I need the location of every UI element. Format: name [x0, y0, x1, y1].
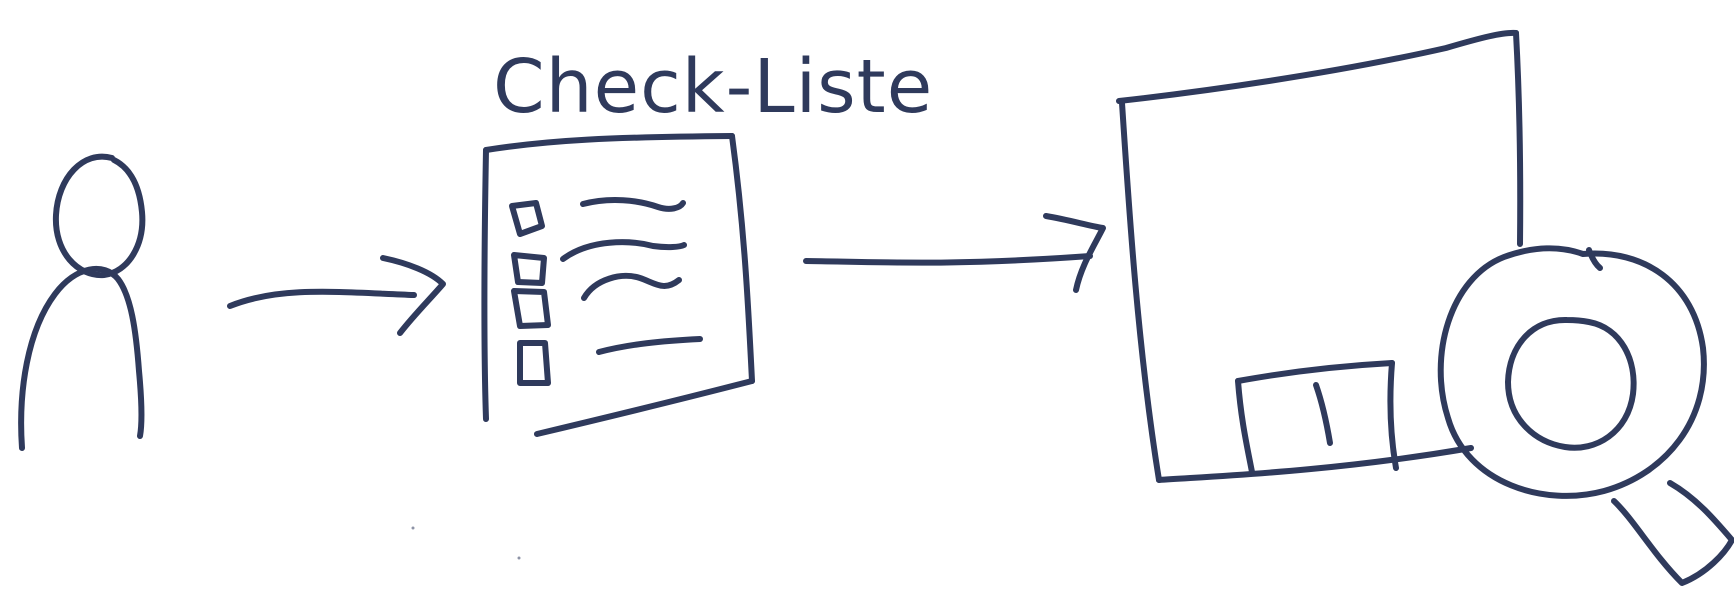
magnifying-glass-icon — [1437, 245, 1734, 586]
building-icon — [1116, 29, 1524, 483]
checkbox-3 — [511, 288, 551, 329]
checkbox-1 — [509, 200, 545, 237]
arrow-checklist-to-building — [803, 213, 1106, 293]
decorative-smudges — [411, 526, 521, 560]
checklist-line-2 — [560, 239, 687, 262]
checklist-line-1 — [580, 197, 686, 212]
checkbox-2 — [511, 252, 547, 286]
checklist-line-3 — [581, 272, 682, 301]
checkbox-4 — [517, 340, 551, 386]
arrow-person-to-checklist — [227, 255, 446, 336]
checklist-document-icon — [481, 133, 755, 437]
checklist-line-4 — [596, 336, 703, 355]
person-icon — [18, 153, 146, 451]
checklist-label: Check-Liste — [493, 44, 933, 130]
